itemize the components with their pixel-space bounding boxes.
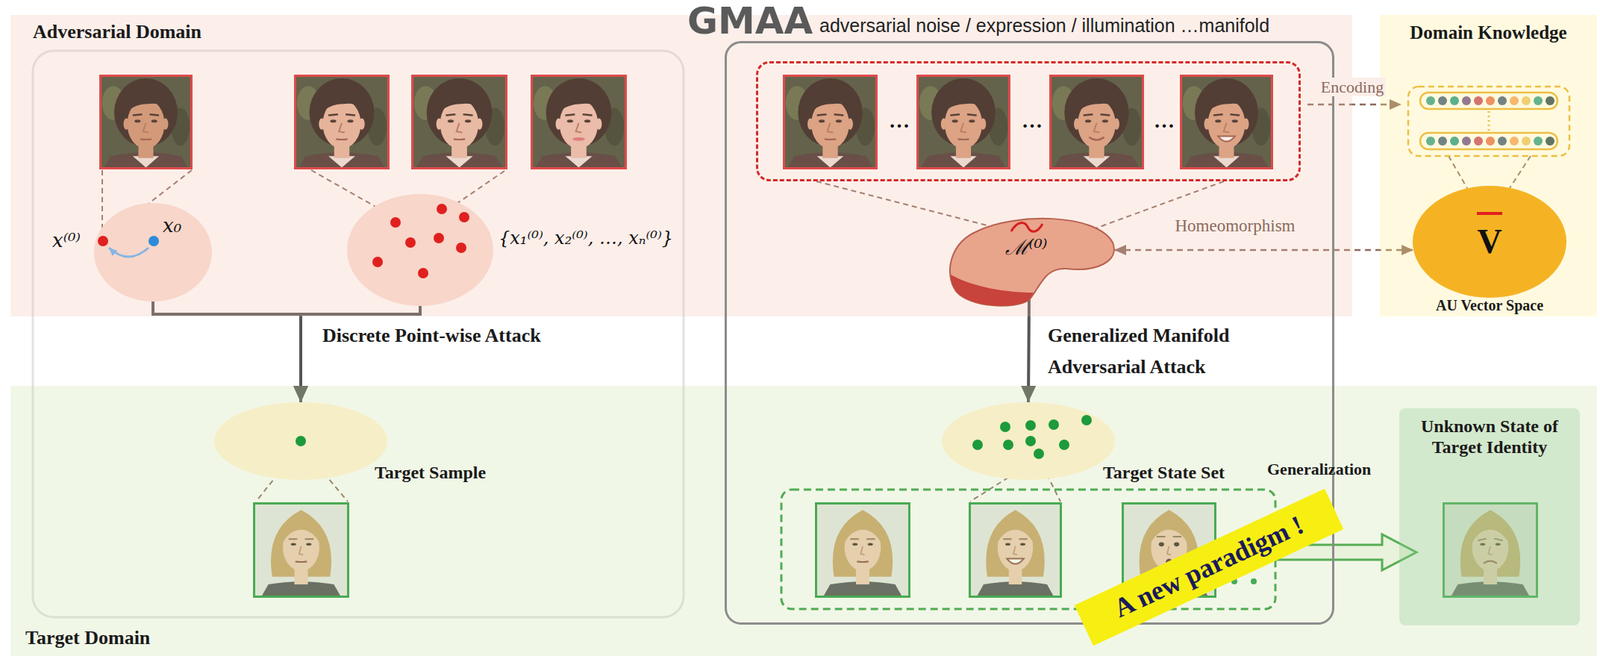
target-ellipse: Target Sample xyxy=(214,402,388,480)
blob-lobe xyxy=(950,274,1034,306)
text-slot: x₀ xyxy=(162,214,182,238)
panel-title: Adversarial Domain xyxy=(32,20,202,44)
sample-dot xyxy=(1033,448,1045,459)
sample-dot xyxy=(1025,435,1036,447)
sample-dot xyxy=(433,232,445,244)
sample-dot xyxy=(458,211,470,223)
ellipsis-mark: … xyxy=(1153,108,1175,133)
ellipse-label: Target Sample xyxy=(374,462,486,484)
text-slot: … xyxy=(1017,108,1048,133)
sample-dot xyxy=(1025,420,1036,431)
dashed-group: … … … xyxy=(755,61,1301,182)
vector-space-ellipse: VAU Vector Space xyxy=(1412,185,1567,298)
ellipse-shape xyxy=(214,402,388,480)
ellipse-shape xyxy=(347,194,494,306)
text-slot: Adversarial Domain xyxy=(32,20,202,44)
label-slot: Generalized Manifold Adversarial Attack xyxy=(1047,320,1309,383)
label-slot: Discrete Point-wise Attack xyxy=(322,320,547,352)
sample-dot xyxy=(405,237,416,248)
edge-label: Homeomorphism xyxy=(1175,216,1296,236)
text-slot: adversarial noise / expression / illumin… xyxy=(819,14,1270,37)
ellipsis-mark: … xyxy=(888,108,910,133)
text-slot: V xyxy=(1467,222,1512,262)
box-title: Unknown State of Target Identity xyxy=(1403,416,1576,458)
shape-outline xyxy=(941,402,1115,480)
math-symbol: ℳ⁽⁰⁾ xyxy=(1005,235,1048,260)
math-symbol: x⁽⁰⁾ xyxy=(52,229,81,253)
shape-outline xyxy=(947,216,1118,306)
text-slot: … xyxy=(1149,108,1180,133)
edge-label: Generalized Manifold Adversarial Attack xyxy=(1047,320,1309,383)
arrow-label: Generalization xyxy=(1267,459,1371,479)
panel-title: Domain Knowledge xyxy=(1409,22,1567,45)
space-symbol: V xyxy=(1476,222,1502,262)
domain-panel: Target Sample Unknown State of Target Ide… xyxy=(10,385,1598,656)
text-slot: ℳ⁽⁰⁾ xyxy=(996,235,1056,260)
text-slot: Target Sample xyxy=(374,462,486,484)
ellipse-shape xyxy=(1412,185,1567,298)
shape-outline xyxy=(214,402,388,480)
edge-label: Discrete Point-wise Attack xyxy=(322,320,542,352)
domain-panel: VAU Vector SpaceDomain Knowledge xyxy=(1379,14,1598,317)
text-slot: x⁽⁰⁾ xyxy=(52,229,81,253)
sample-dot xyxy=(1081,414,1092,426)
sample-dot xyxy=(1002,439,1014,450)
sample-ellipse: {x₁⁽⁰⁾, x₂⁽⁰⁾, …, xₙ⁽⁰⁾} xyxy=(347,194,494,306)
shape-outline xyxy=(347,194,494,306)
panel-title: Target Domain xyxy=(25,626,150,650)
sample-dot xyxy=(295,435,306,447)
sample-dot xyxy=(436,203,448,215)
sample-dot xyxy=(455,242,467,253)
text-slot: {x₁⁽⁰⁾, x₂⁽⁰⁾, …, xₙ⁽⁰⁾} xyxy=(498,228,674,250)
sample-dot xyxy=(1000,421,1011,433)
sample-dot xyxy=(417,267,429,279)
sample-dot xyxy=(97,235,109,247)
text-slot: GMAA xyxy=(687,0,813,44)
ellipse-shape xyxy=(941,402,1115,480)
text-slot: AU Vector Space xyxy=(1411,297,1568,315)
text-slot: Target Domain xyxy=(25,626,150,650)
sample-dot xyxy=(390,217,401,228)
perturbation-arrow xyxy=(108,247,149,257)
label-slot: Homeomorphism xyxy=(1141,216,1329,236)
target-ellipse: Target State Set xyxy=(941,402,1115,480)
blob-shape xyxy=(950,218,1115,306)
ellipse-label: Target State Set xyxy=(1102,462,1225,484)
label-slot: Encoding xyxy=(1307,77,1398,97)
math-symbol: {x₁⁽⁰⁾, x₂⁽⁰⁾, …, xₙ⁽⁰⁾} xyxy=(498,228,674,250)
sample-ellipse: x⁽⁰⁾x₀ xyxy=(94,202,212,302)
ellipsis-mark: … xyxy=(1021,108,1043,133)
arrow-label: Encoding xyxy=(1318,77,1386,97)
text-slot: Unknown State of Target Identity xyxy=(1403,416,1576,458)
tilde-mark xyxy=(1011,223,1043,233)
label-slot: Generalization xyxy=(1267,459,1371,479)
math-symbol: x₀ xyxy=(162,214,182,238)
ellipse-shape xyxy=(94,202,212,302)
text-slot: Target State Set xyxy=(1102,462,1225,484)
ellipse-label: AU Vector Space xyxy=(1435,297,1544,315)
shape-outline xyxy=(94,202,212,302)
text-slot: … xyxy=(884,108,915,133)
manifold-blob: ℳ⁽⁰⁾ xyxy=(947,216,1118,306)
sample-dot xyxy=(372,256,383,268)
bar-mark xyxy=(1476,211,1503,215)
unknown-state-box: Unknown State of Target Identity xyxy=(1399,408,1580,626)
sample-dot xyxy=(148,235,159,247)
sample-dot xyxy=(972,439,983,450)
method-subtitle: adversarial noise / expression / illumin… xyxy=(819,14,1270,37)
method-title: GMAA xyxy=(687,0,813,44)
text-slot: Domain Knowledge xyxy=(1384,22,1593,45)
domain-panel: x⁽⁰⁾x₀{x₁⁽⁰⁾, x₂⁽⁰⁾, …, xₙ⁽⁰⁾}Adversaria… xyxy=(10,14,1353,317)
sample-dot xyxy=(1058,439,1070,450)
sample-dot xyxy=(1048,419,1059,430)
